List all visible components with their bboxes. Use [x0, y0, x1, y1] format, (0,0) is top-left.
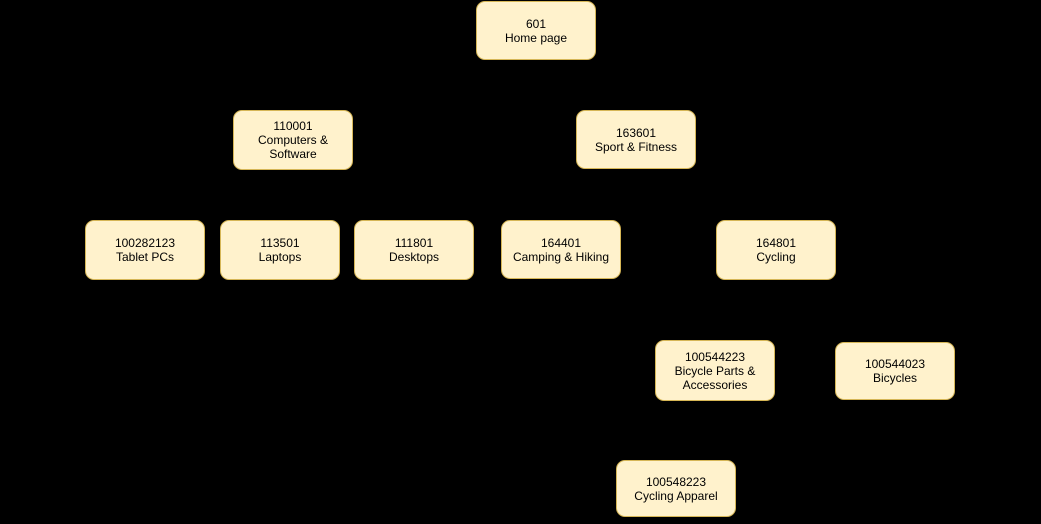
node-code: 113501 [260, 236, 300, 250]
node-label: Camping & Hiking [512, 249, 610, 264]
node-bicycles[interactable]: 100544023 Bicycles [835, 342, 955, 400]
node-label: Bicycles [872, 371, 917, 385]
node-code: 164401 [540, 235, 582, 250]
node-bicycle-parts-accessories[interactable]: 100544223 Bicycle Parts & Accessories [655, 340, 775, 401]
node-cycling-apparel[interactable]: 100548223 Cycling Apparel [616, 460, 736, 517]
node-text: 601 Home page [477, 17, 595, 45]
node-laptops[interactable]: 113501 Laptops [220, 220, 340, 280]
connector-bicycle-parts-to-apparel [675, 401, 707, 460]
node-computers-software[interactable]: 110001 Computers & Software [233, 110, 353, 170]
node-text: 111801 Desktops [355, 236, 473, 264]
node-label: Sport & Fitness [594, 139, 678, 154]
node-sport-fitness[interactable]: 163601 Sport & Fitness [576, 110, 696, 169]
connector-computers-to-tablet [144, 170, 294, 220]
node-code: 163601 [615, 125, 657, 140]
node-label: Tablet PCs [115, 250, 175, 264]
node-text: 164801 Cycling [717, 236, 835, 264]
node-text: 100544023 Bicycles [836, 357, 954, 385]
connector-computers-to-desktops [292, 170, 415, 220]
node-code: 100548223 [645, 474, 707, 489]
node-label: Home page [504, 30, 568, 45]
node-text: 110001 Computers & Software [234, 119, 352, 161]
node-text: 100548223 Cycling Apparel [617, 475, 735, 503]
node-code: 601 [525, 16, 547, 31]
node-desktops[interactable]: 111801 Desktops [354, 220, 474, 280]
node-code: 100544223 [684, 349, 746, 364]
node-code: 111801 [394, 236, 434, 250]
node-code: 100544023 [864, 357, 926, 371]
node-text: 100544223 Bicycle Parts & Accessories [656, 350, 774, 392]
node-label: Computers & Software [257, 133, 329, 161]
node-text: 163601 Sport & Fitness [577, 126, 695, 154]
connector-cycling-to-bicycle-parts [714, 280, 777, 340]
node-code: 164801 [755, 236, 797, 250]
node-label: Cycling [756, 250, 796, 264]
connector-sport-to-camping [560, 169, 637, 220]
node-label: Bicycle Parts & Accessories [674, 363, 756, 392]
connector-computers-to-laptops [279, 170, 294, 220]
node-code: 100282123 [114, 236, 176, 250]
node-camping-hiking[interactable]: 164401 Camping & Hiking [501, 220, 621, 279]
connector-home-to-computers [292, 60, 507, 110]
connector-sport-to-cycling [635, 169, 777, 220]
node-label: Desktops [388, 250, 440, 264]
node-text: 113501 Laptops [221, 236, 339, 264]
node-home-page[interactable]: 601 Home page [476, 1, 596, 60]
node-label: Cycling Apparel [634, 488, 718, 503]
node-code: 110001 [273, 119, 313, 133]
node-label: Laptops [258, 250, 302, 264]
node-text: 164401 Camping & Hiking [502, 236, 620, 264]
node-tablet-pcs[interactable]: 100282123 Tablet PCs [85, 220, 205, 280]
connector-cycling-to-bicycles [775, 280, 896, 342]
node-cycling[interactable]: 164801 Cycling [716, 220, 836, 280]
connector-home-to-sport [565, 60, 637, 110]
node-text: 100282123 Tablet PCs [86, 236, 204, 264]
